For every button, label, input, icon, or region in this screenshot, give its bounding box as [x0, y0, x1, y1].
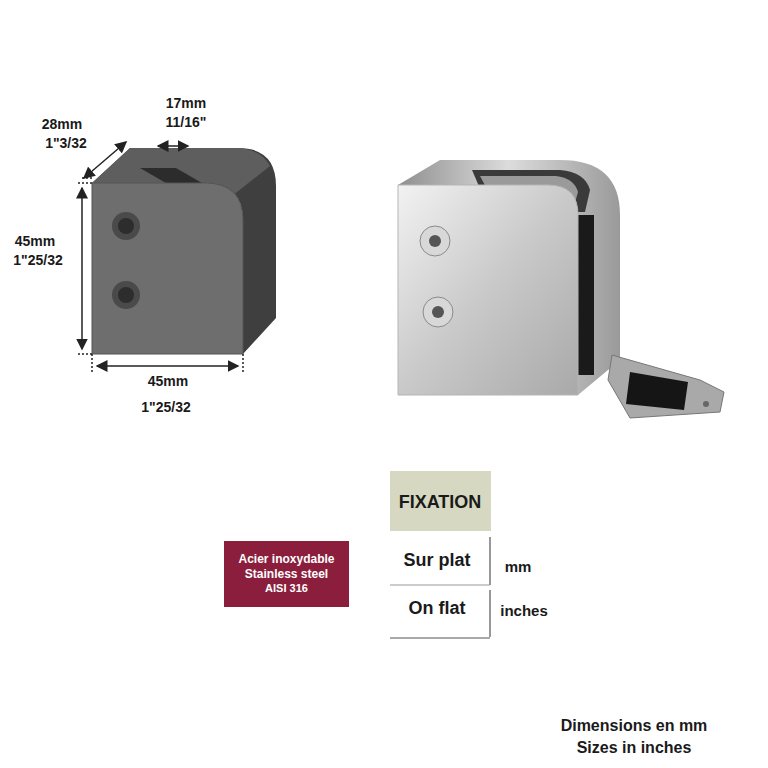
screw-hole: [118, 287, 134, 303]
extension-line: [82, 177, 92, 179]
dimension-label: 45mm: [15, 233, 55, 249]
table-cell-label: inches: [500, 602, 548, 619]
note-label: Sizes in inches: [577, 739, 692, 757]
clamp-photo: [398, 160, 724, 418]
dimension-label: 1"25/32: [13, 252, 62, 268]
dimension-line: [84, 142, 126, 178]
clamp-drawing: [92, 148, 276, 354]
dimension-label: 11/16": [166, 114, 207, 130]
screw-hole: [112, 281, 140, 309]
clamp-face: [398, 185, 578, 395]
table-rule: [390, 584, 490, 585]
note-label: Dimensions en mm: [561, 717, 708, 735]
badge-text: AISI 316: [265, 582, 308, 596]
table-cell-label: On flat: [409, 598, 466, 619]
insert-rubber: [626, 372, 688, 410]
fixation-table: [390, 471, 491, 638]
dimension-label: 28mm: [42, 116, 82, 132]
screw-hole: [112, 212, 140, 240]
material-badge: Acier inoxydableStainless steelAISI 316: [224, 541, 349, 607]
screw-socket: [429, 235, 441, 247]
badge-text: Acier inoxydable: [238, 552, 334, 567]
dimension-label: 17mm: [166, 95, 206, 111]
extension-line: [242, 354, 244, 372]
gasket: [578, 215, 594, 375]
badge-text: Stainless steel: [245, 567, 328, 582]
dimension-lines: [78, 142, 243, 372]
clamp-back: [92, 148, 276, 354]
clamp-back: [398, 160, 620, 395]
screw-socket: [432, 306, 444, 318]
table-rule: [489, 537, 490, 585]
extension-line: [78, 353, 92, 355]
extension-line: [91, 354, 93, 372]
table-header-label: FIXATION: [399, 492, 482, 513]
dimension-label: 1"25/32: [141, 399, 190, 415]
dimension-label: 1"3/32: [45, 135, 87, 151]
table-header-cell: [390, 471, 491, 531]
screw-hole: [118, 218, 134, 234]
table-rule: [390, 637, 490, 638]
dimension-label: 45mm: [148, 373, 188, 389]
dimension-line: [81, 188, 83, 349]
insert-hole: [703, 401, 709, 407]
screw-head: [423, 297, 453, 327]
extension-line: [78, 182, 92, 184]
table-cell-label: Sur plat: [403, 550, 470, 571]
dimension-line: [97, 365, 238, 367]
table-rule: [489, 590, 490, 637]
insert-piece: [608, 355, 724, 418]
table-cell-label: mm: [505, 558, 532, 575]
screw-head: [420, 226, 450, 256]
dimension-line: [158, 145, 188, 147]
clamp-face: [92, 183, 243, 354]
